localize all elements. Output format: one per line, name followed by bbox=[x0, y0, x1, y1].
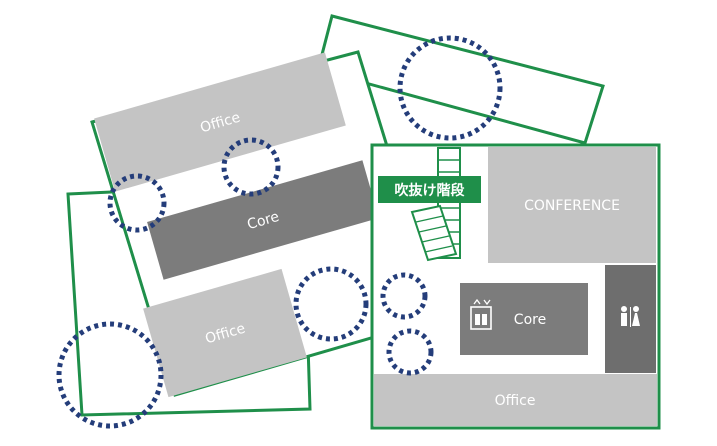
void-circle bbox=[380, 272, 428, 320]
void-circle bbox=[221, 137, 281, 197]
room-fill bbox=[488, 147, 656, 263]
stair-void-badge bbox=[378, 176, 481, 203]
room-office-left: Office bbox=[143, 268, 307, 398]
core-label: Core bbox=[514, 312, 546, 328]
room-label: Office bbox=[495, 393, 536, 409]
building-block-back-top bbox=[316, 14, 605, 145]
restroom-icon bbox=[621, 306, 640, 327]
core-fill bbox=[460, 283, 588, 355]
stair-lower-flight bbox=[410, 204, 458, 262]
building-block-right: 吹抜け階段 CONFERENCE Core bbox=[370, 143, 661, 430]
void-circle bbox=[386, 328, 434, 376]
block-outline bbox=[316, 14, 605, 145]
core-right: Core bbox=[460, 283, 588, 355]
restroom bbox=[605, 265, 656, 373]
room-office-bottom: Office bbox=[374, 374, 657, 426]
void-circle bbox=[107, 173, 167, 233]
stair-void: 吹抜け階段 bbox=[378, 147, 481, 262]
void-markers bbox=[56, 35, 503, 429]
stair-void-label: 吹抜け階段 bbox=[395, 182, 465, 199]
core-fill bbox=[147, 160, 379, 280]
void-circle bbox=[56, 321, 164, 429]
room-office-top: Office bbox=[94, 52, 346, 192]
void-circle bbox=[293, 266, 369, 342]
room-conference: CONFERENCE bbox=[488, 147, 656, 263]
room-label: CONFERENCE bbox=[524, 198, 620, 214]
void-circle bbox=[397, 35, 503, 141]
room-fill bbox=[374, 374, 657, 426]
elevator-icon bbox=[470, 298, 492, 330]
core-center: Core bbox=[147, 160, 379, 280]
building-block-middle: Office Core Office bbox=[90, 50, 442, 398]
room-fill bbox=[94, 52, 346, 192]
room-fill bbox=[143, 268, 307, 398]
